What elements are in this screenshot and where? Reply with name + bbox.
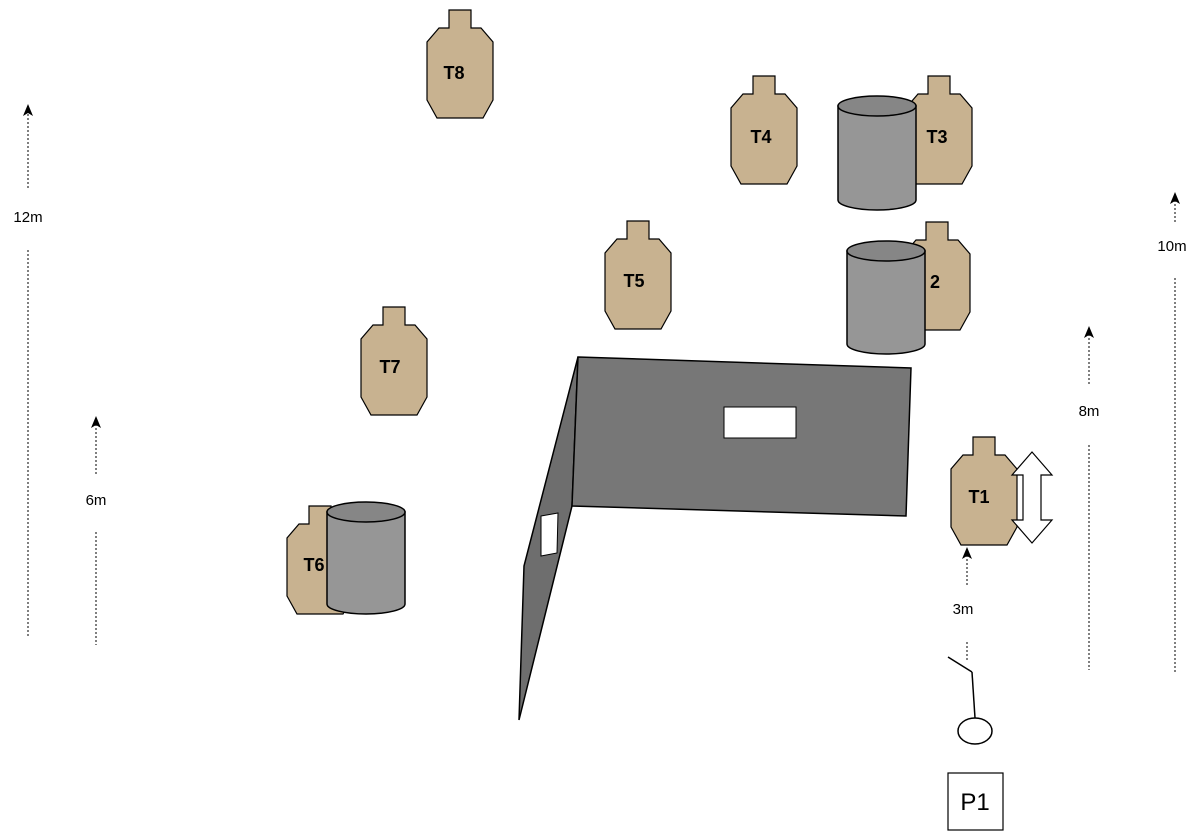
start-position-label: P1 bbox=[960, 789, 989, 816]
target-label-t4: T4 bbox=[750, 127, 771, 147]
target-t4: T4 bbox=[730, 75, 798, 185]
wall-window-side bbox=[540, 512, 559, 557]
distance-label-6m: 6m bbox=[86, 492, 107, 509]
barrel-3 bbox=[326, 501, 406, 615]
barrel-1 bbox=[837, 95, 917, 211]
distance-label-12m: 12m bbox=[13, 209, 42, 226]
target-label-t2: 2 bbox=[930, 272, 940, 292]
start-position-box: P1 bbox=[947, 772, 1004, 831]
wall-window-main bbox=[723, 406, 797, 439]
distance-marker-3m: 3m bbox=[953, 547, 974, 660]
distance-label-10m: 10m bbox=[1157, 238, 1186, 255]
target-t6: T6 bbox=[286, 505, 354, 615]
shooter-start-icon bbox=[947, 656, 993, 745]
target-t5: T5 bbox=[604, 220, 672, 330]
target-label-t5: T5 bbox=[623, 271, 644, 291]
distance-marker-10m: 10m bbox=[1157, 192, 1187, 672]
distance-label-3m: 3m bbox=[953, 601, 974, 618]
barrel-2 bbox=[846, 240, 926, 355]
moving-target-arrow bbox=[1010, 451, 1054, 544]
target-label-t8: T8 bbox=[443, 63, 464, 83]
distance-marker-8m: 8m bbox=[1079, 326, 1100, 670]
target-label-t1: T1 bbox=[968, 487, 989, 507]
target-label-t3: T3 bbox=[926, 127, 947, 147]
distance-marker-6m: 6m bbox=[86, 416, 107, 645]
wall-structure bbox=[518, 356, 912, 721]
target-t7: T7 bbox=[360, 306, 428, 416]
distance-marker-12m: 12m bbox=[13, 104, 43, 638]
target-t3: T3 bbox=[905, 75, 973, 185]
target-t8: T8 bbox=[426, 9, 494, 119]
distance-label-8m: 8m bbox=[1079, 403, 1100, 420]
target-label-t6: T6 bbox=[303, 555, 324, 575]
target-t2: 2 bbox=[903, 221, 971, 331]
target-label-t7: T7 bbox=[379, 357, 400, 377]
target-t1: T1 bbox=[950, 436, 1018, 546]
